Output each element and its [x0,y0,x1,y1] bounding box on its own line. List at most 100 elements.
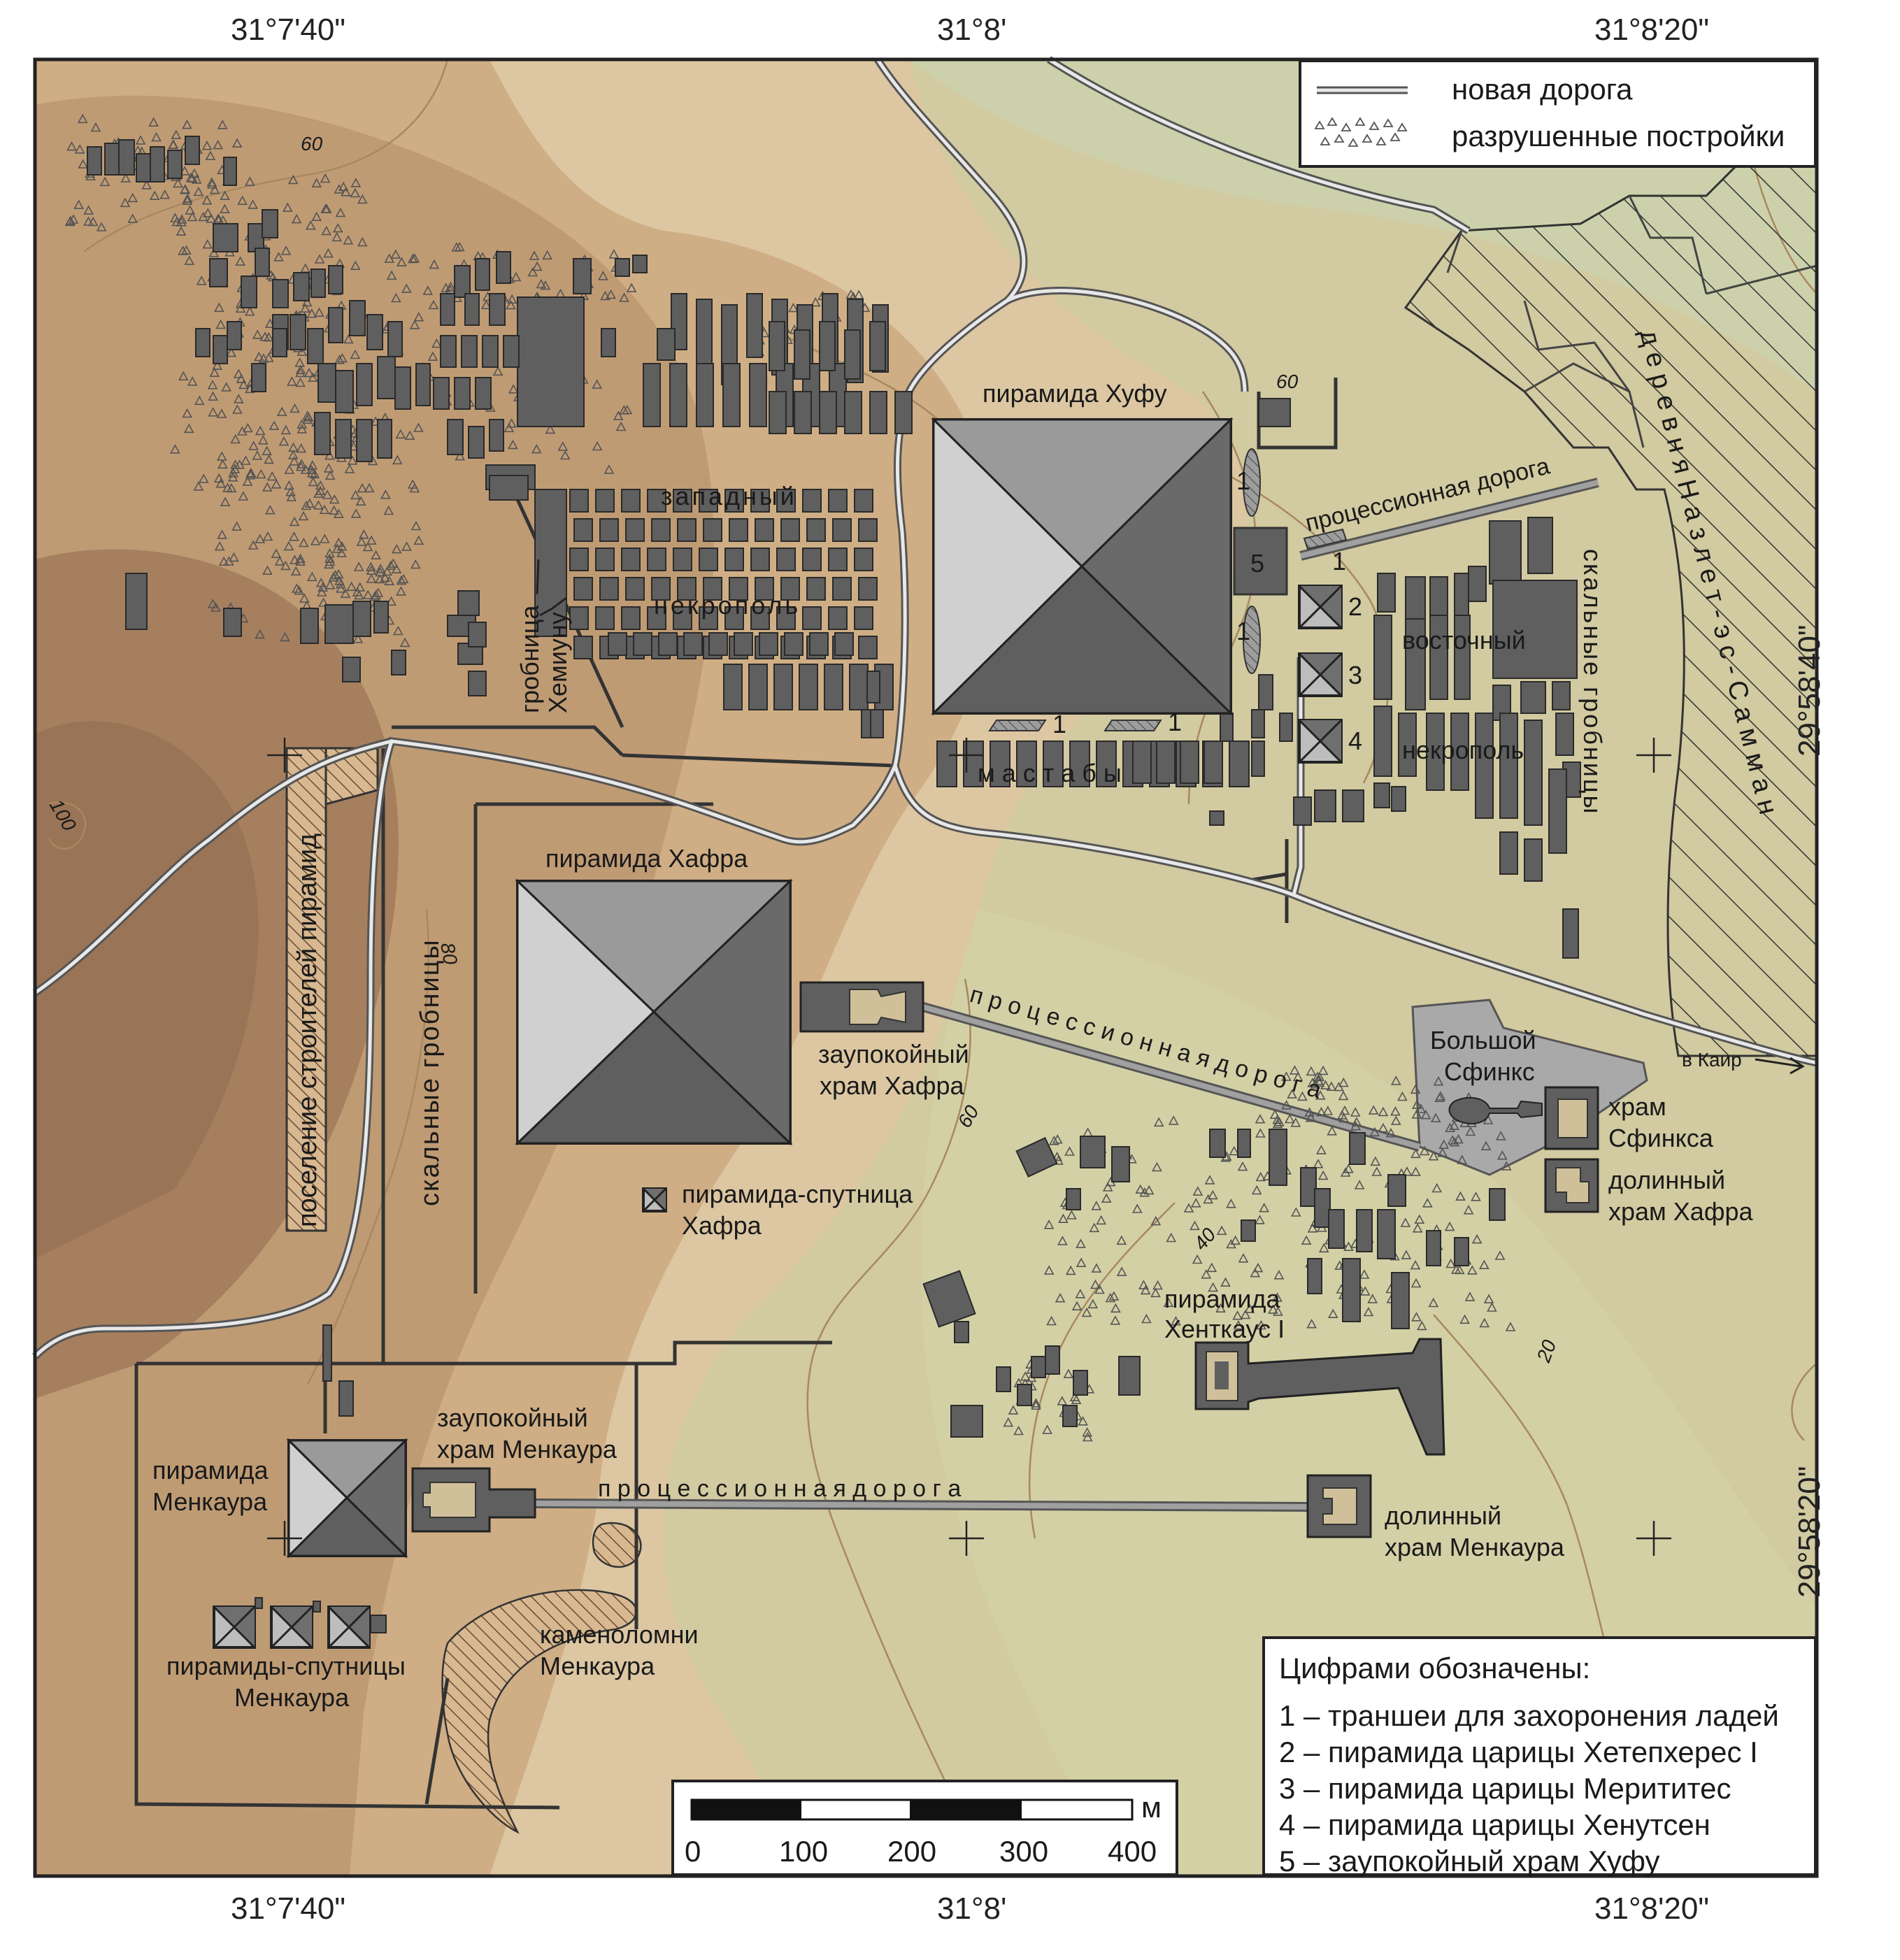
num-2: 2 [1348,592,1362,621]
mastaba [858,518,878,542]
mastaba [1391,786,1406,812]
mastaba [1015,1137,1058,1178]
quarry [441,1589,638,1834]
mastaba [1454,1237,1469,1266]
label-menkaure-valley-1: долинный [1385,1501,1501,1530]
mastaba [185,136,200,165]
mastaba [310,269,326,298]
mastaba [703,518,722,542]
small-pyramid [1298,719,1343,764]
mastaba [1017,1384,1032,1406]
mastaba [832,577,852,601]
mastaba [1062,1405,1078,1427]
mastaba [1251,709,1265,738]
mastaba [1548,768,1567,854]
mastaba [699,489,718,513]
mastaba [373,601,389,634]
mastaba [394,366,411,410]
mastaba [1241,1219,1256,1242]
mastaba [356,363,373,406]
mastaba [866,671,880,703]
mastaba [858,577,878,601]
mastaba [322,1324,332,1382]
mastaba [849,664,869,710]
small-pyramid [1298,585,1343,629]
mastaba [489,419,504,452]
mastaba [377,419,392,459]
village-hatch [1403,145,1818,1057]
mastaba [1342,1258,1361,1322]
mastaba [482,335,499,368]
mastaba [290,314,306,350]
mastaba [828,548,848,571]
notes-item: 3 – пирамида царицы Мерититес [1279,1772,1731,1805]
mastaba [503,335,520,368]
mastaba [746,293,763,358]
notes-item: 4 – пирамида царицы Хенутсен [1279,1808,1710,1841]
contour-60b: 60 [1276,371,1299,392]
mastaba [651,577,671,601]
notes-item: 2 – пирамида царицы Хетепхерес I [1279,1736,1758,1768]
mastaba [1373,782,1390,808]
mastaba [167,150,183,179]
mastaba [272,328,287,357]
mastaba [599,577,619,601]
mastaba [799,664,818,710]
mastaba [324,604,354,644]
mastaba [335,370,354,413]
mastaba [769,321,785,371]
mastaba [776,489,796,513]
mastaba [673,489,692,513]
coord-top-2: 31°8' [937,13,1007,47]
mastaba [802,548,822,571]
mastaba [723,664,743,710]
contour-60a: 60 [301,133,323,155]
scale-tick: 0 [685,1835,701,1868]
num-5: 5 [1250,549,1264,578]
mastaba [223,157,237,186]
mastaba [703,577,722,601]
mastaba [854,489,873,513]
mastaba [748,664,768,710]
mastaba [828,489,848,513]
mastaba [834,632,854,656]
mastaba [794,329,810,380]
mastaba [1356,1209,1373,1252]
mastaba [809,632,829,656]
mastaba [468,671,487,696]
label-menkaure-sats-2: Менкаура [234,1683,350,1712]
mastaba [517,296,585,427]
mastaba [696,299,713,368]
mastaba [599,518,619,542]
causeways [534,478,1599,1512]
mastaba [313,1601,321,1612]
mastaba [457,590,480,616]
mastaba [1426,1230,1441,1266]
graticule-crosses [267,738,1671,1556]
scale-tick: 200 [887,1835,937,1868]
mastaba [1552,681,1571,710]
mastaba [621,548,641,571]
mastaba [150,146,165,183]
mastaba [213,335,228,364]
mastaba [496,251,511,284]
label-menkaure-valley-2: храм Менкаура [1385,1533,1565,1561]
mastaba [844,329,861,380]
mastaba [1555,713,1574,756]
mastaba [440,293,455,326]
mastaba [366,314,383,350]
mastaba [195,328,210,357]
mastaba [255,1597,263,1609]
notes-item: 1 – траншеи для захоронения ладей [1279,1699,1779,1732]
mastaba [1373,615,1392,700]
mastaba [227,321,242,350]
coord-bottom-1: 31°7'40" [231,1891,345,1926]
mastaba [1377,1209,1396,1259]
mastaba [806,577,826,601]
mastaba [794,391,812,434]
mastaba [699,606,718,630]
mastaba [683,632,703,656]
mastaba [213,223,238,252]
mastaba [595,489,615,513]
mastaba [854,548,873,571]
